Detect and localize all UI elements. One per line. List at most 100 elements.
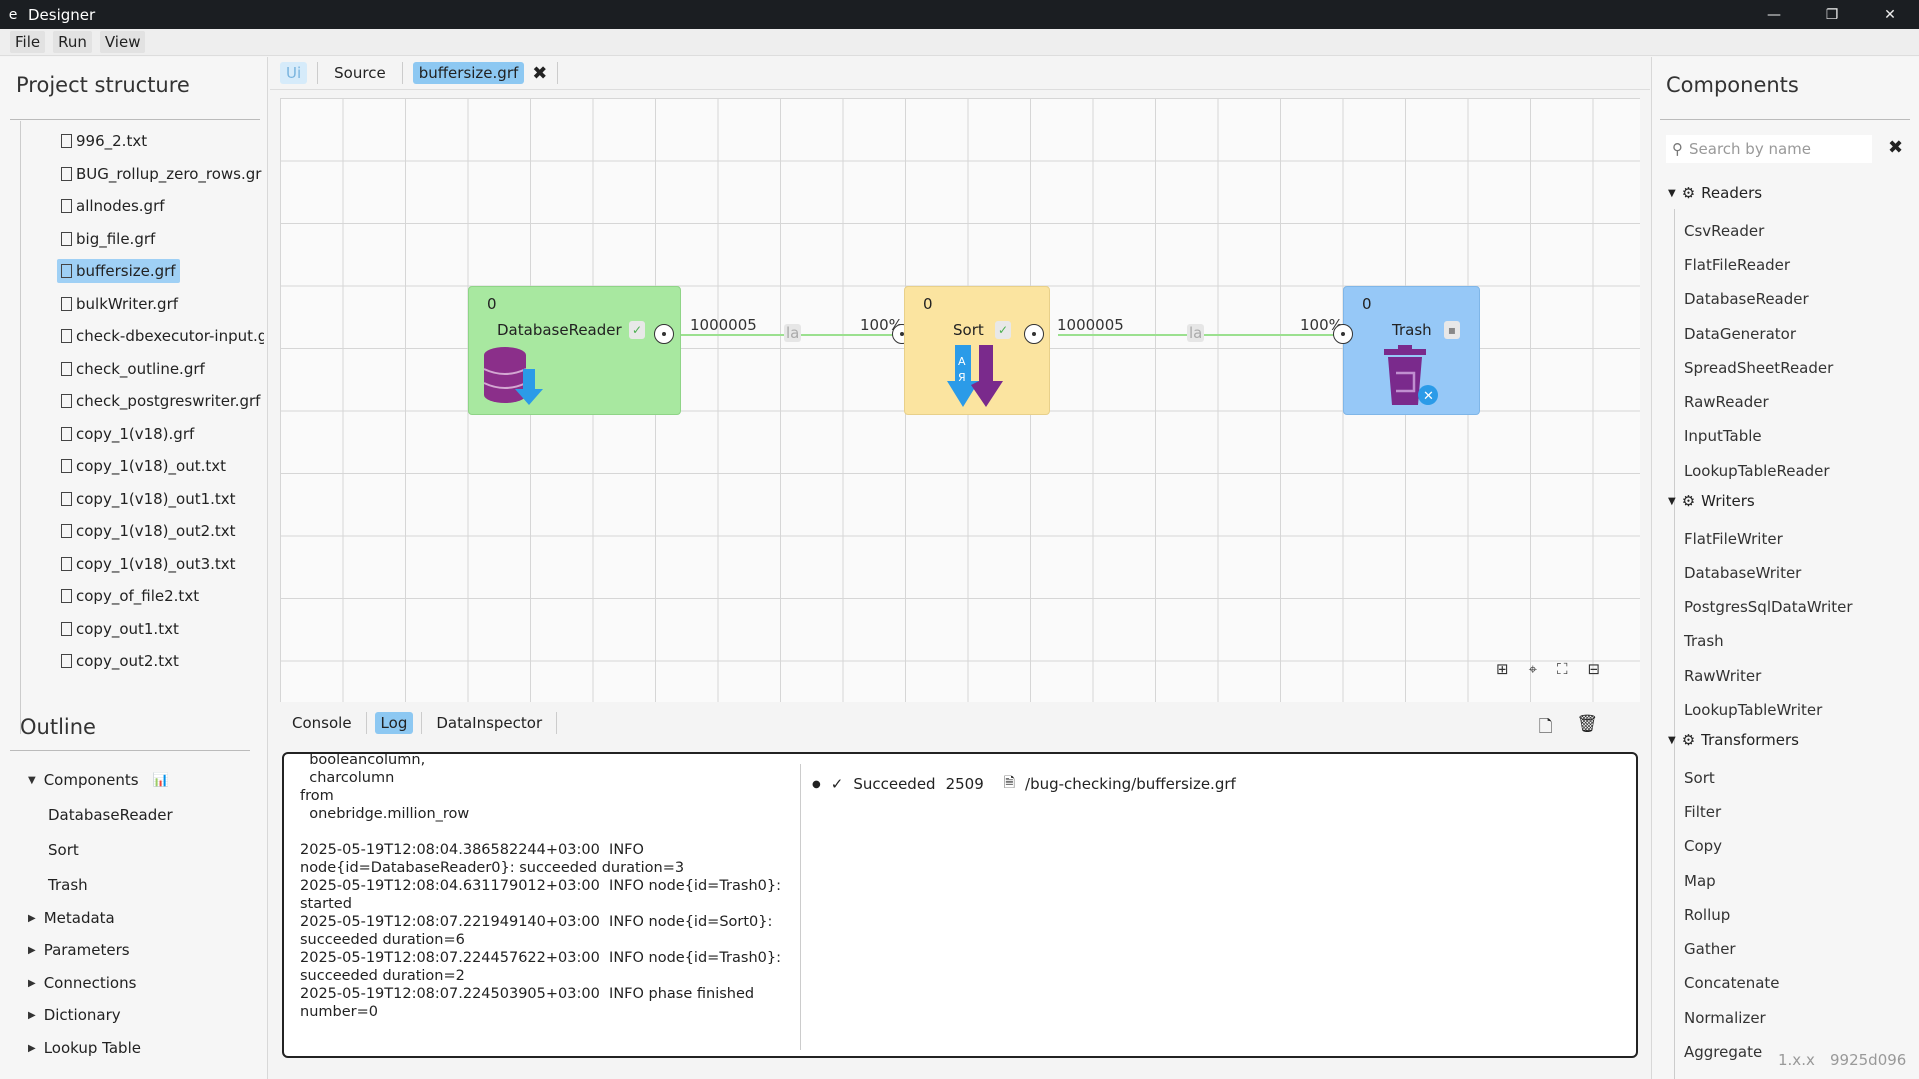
component-item[interactable]: LookupTableReader bbox=[1684, 462, 1830, 480]
component-item[interactable]: SpreadSheetReader bbox=[1684, 359, 1834, 377]
component-item[interactable]: DatabaseWriter bbox=[1684, 564, 1802, 582]
delete-icon[interactable]: 🗑 bbox=[1576, 714, 1598, 734]
maximize-icon[interactable]: ❐ bbox=[1825, 6, 1839, 23]
node-sort[interactable]: 0 Sort ✓ A Я bbox=[904, 286, 1050, 415]
file-item[interactable]: copy_1(v18).grf bbox=[57, 422, 198, 446]
file-item[interactable]: big_file.grf bbox=[57, 227, 159, 251]
output-port[interactable] bbox=[654, 324, 674, 344]
outline-component-item[interactable]: DatabaseReader bbox=[48, 806, 173, 824]
edge-metadata-tag[interactable]: la bbox=[784, 324, 802, 342]
tab-source[interactable]: Source bbox=[334, 64, 386, 82]
enabled-check-icon[interactable]: ✓ bbox=[995, 321, 1011, 339]
file-item[interactable]: check-dbexecutor-input.g bbox=[57, 324, 264, 348]
component-item[interactable]: Concatenate bbox=[1684, 974, 1780, 992]
tab-buffersize[interactable]: buffersize.grf bbox=[412, 62, 525, 84]
component-item[interactable]: FlatFileReader bbox=[1684, 256, 1791, 274]
input-port[interactable] bbox=[1333, 324, 1353, 344]
category-readers[interactable]: ▼⚙Readers bbox=[1668, 184, 1763, 202]
edge-metadata-tag[interactable]: la bbox=[1187, 324, 1205, 342]
component-item[interactable]: RawWriter bbox=[1684, 667, 1762, 685]
svg-text:Я: Я bbox=[958, 371, 966, 384]
outline-parameters[interactable]: ▶Parameters bbox=[28, 941, 130, 959]
tab-console[interactable]: Console bbox=[292, 714, 352, 732]
enabled-check-icon[interactable]: ✓ bbox=[629, 321, 645, 339]
category-writers[interactable]: ▼⚙Writers bbox=[1668, 492, 1755, 510]
outline-metadata[interactable]: ▶Metadata bbox=[28, 909, 115, 927]
outline-title: Outline bbox=[20, 715, 96, 739]
clear-search-icon[interactable]: ✖ bbox=[1888, 137, 1904, 158]
node-trash[interactable]: 0 Trash ▪ ✕ bbox=[1343, 286, 1480, 415]
project-file-tree[interactable]: 996_2.txt BUG_rollup_zero_rows.gr allnod… bbox=[20, 121, 264, 734]
run-history-item[interactable]: ● ✓ Succeeded 2509 🗎 /bug-checking/buffe… bbox=[812, 772, 1236, 796]
tab-data-inspector[interactable]: DataInspector bbox=[436, 714, 543, 732]
component-item[interactable]: Rollup bbox=[1684, 906, 1731, 924]
svg-text:A: A bbox=[958, 355, 966, 368]
file-item[interactable]: check_outline.grf bbox=[57, 357, 209, 381]
file-item[interactable]: copy_1(v18)_out.txt bbox=[57, 454, 230, 478]
node-database-reader[interactable]: 0 DatabaseReader ✓ bbox=[468, 286, 681, 415]
tab-ui[interactable]: Ui bbox=[280, 62, 308, 84]
edge-percent: 100% bbox=[1300, 316, 1343, 334]
success-check-icon: ✓ bbox=[830, 775, 844, 793]
file-item[interactable]: copy_1(v18)_out3.txt bbox=[57, 552, 240, 576]
file-item[interactable]: copy_out1.txt bbox=[57, 617, 183, 641]
file-item[interactable]: copy_of_file2.txt bbox=[57, 584, 203, 608]
component-item[interactable]: CsvReader bbox=[1684, 222, 1765, 240]
fit-screen-icon[interactable]: ⛶ bbox=[1557, 660, 1568, 678]
zoom-out-icon[interactable]: ⊟ bbox=[1587, 660, 1601, 678]
zoom-in-icon[interactable]: ⊞ bbox=[1496, 660, 1509, 678]
close-tab-icon[interactable]: ✖ bbox=[532, 62, 548, 84]
tab-log[interactable]: Log bbox=[374, 712, 414, 734]
output-port[interactable] bbox=[1024, 324, 1044, 344]
gear-icon: ⚙ bbox=[1681, 184, 1696, 202]
component-item[interactable]: DatabaseReader bbox=[1684, 290, 1809, 308]
outline-component-item[interactable]: Trash bbox=[48, 876, 88, 894]
outline-connections[interactable]: ▶Connections bbox=[28, 974, 137, 992]
menu-file[interactable]: File bbox=[10, 31, 46, 53]
component-item[interactable]: RawReader bbox=[1684, 393, 1769, 411]
graph-canvas[interactable]: 0 DatabaseReader ✓ 1000005 la 100% 0 Sor… bbox=[280, 98, 1640, 702]
component-item[interactable]: Sort bbox=[1684, 769, 1715, 787]
component-item[interactable]: Aggregate bbox=[1684, 1043, 1763, 1061]
outline-dictionary[interactable]: ▶Dictionary bbox=[28, 1006, 121, 1024]
outline-lookup-table[interactable]: ▶Lookup Table bbox=[28, 1039, 141, 1057]
file-item[interactable]: check_postgreswriter.grf bbox=[57, 389, 264, 413]
component-item[interactable]: LookupTableWriter bbox=[1684, 701, 1823, 719]
document-icon[interactable]: 🗋 bbox=[1538, 717, 1553, 737]
file-item[interactable]: allnodes.grf bbox=[57, 194, 169, 218]
file-item[interactable]: BUG_rollup_zero_rows.gr bbox=[57, 162, 264, 186]
component-item[interactable]: InputTable bbox=[1684, 427, 1762, 445]
file-item[interactable]: copy_out2.txt bbox=[57, 649, 183, 673]
component-item[interactable]: Trash bbox=[1684, 632, 1724, 650]
outline-component-item[interactable]: Sort bbox=[48, 841, 79, 859]
database-icon bbox=[483, 347, 543, 405]
menu-run[interactable]: Run bbox=[53, 31, 92, 53]
component-item[interactable]: Map bbox=[1684, 872, 1716, 890]
category-transformers[interactable]: ▼⚙Transformers bbox=[1668, 731, 1799, 749]
bar-chart-icon[interactable]: 📊 bbox=[152, 772, 169, 788]
outline-components[interactable]: ▼ Components 📊 bbox=[28, 771, 169, 789]
component-item[interactable]: DataGenerator bbox=[1684, 325, 1796, 343]
file-item-selected[interactable]: buffersize.grf bbox=[57, 259, 180, 283]
node-count: 0 bbox=[487, 295, 497, 313]
component-item[interactable]: PostgresSqlDataWriter bbox=[1684, 598, 1853, 616]
file-item[interactable]: copy_1(v18)_out1.txt bbox=[57, 487, 240, 511]
run-path[interactable]: /bug-checking/buffersize.grf bbox=[1025, 775, 1236, 793]
component-item[interactable]: Gather bbox=[1684, 940, 1736, 958]
minimize-icon[interactable]: — bbox=[1767, 6, 1781, 23]
file-item[interactable]: 996_2.txt bbox=[57, 129, 151, 153]
component-item[interactable]: FlatFileWriter bbox=[1684, 530, 1783, 548]
search-input[interactable]: ⚲ Search by name bbox=[1666, 135, 1872, 163]
component-item[interactable]: Filter bbox=[1684, 803, 1722, 821]
menu-view[interactable]: View bbox=[99, 31, 146, 53]
component-item[interactable]: Copy bbox=[1684, 837, 1723, 855]
component-item[interactable]: Normalizer bbox=[1684, 1009, 1766, 1027]
disabled-check-icon[interactable]: ▪ bbox=[1444, 321, 1460, 339]
file-item[interactable]: bulkWriter.grf bbox=[57, 292, 182, 316]
file-item[interactable]: copy_1(v18)_out2.txt bbox=[57, 519, 240, 543]
center-icon[interactable]: ⌖ bbox=[1528, 660, 1538, 678]
tree-guide bbox=[1674, 517, 1675, 783]
close-icon[interactable]: ✕ bbox=[1884, 6, 1896, 23]
